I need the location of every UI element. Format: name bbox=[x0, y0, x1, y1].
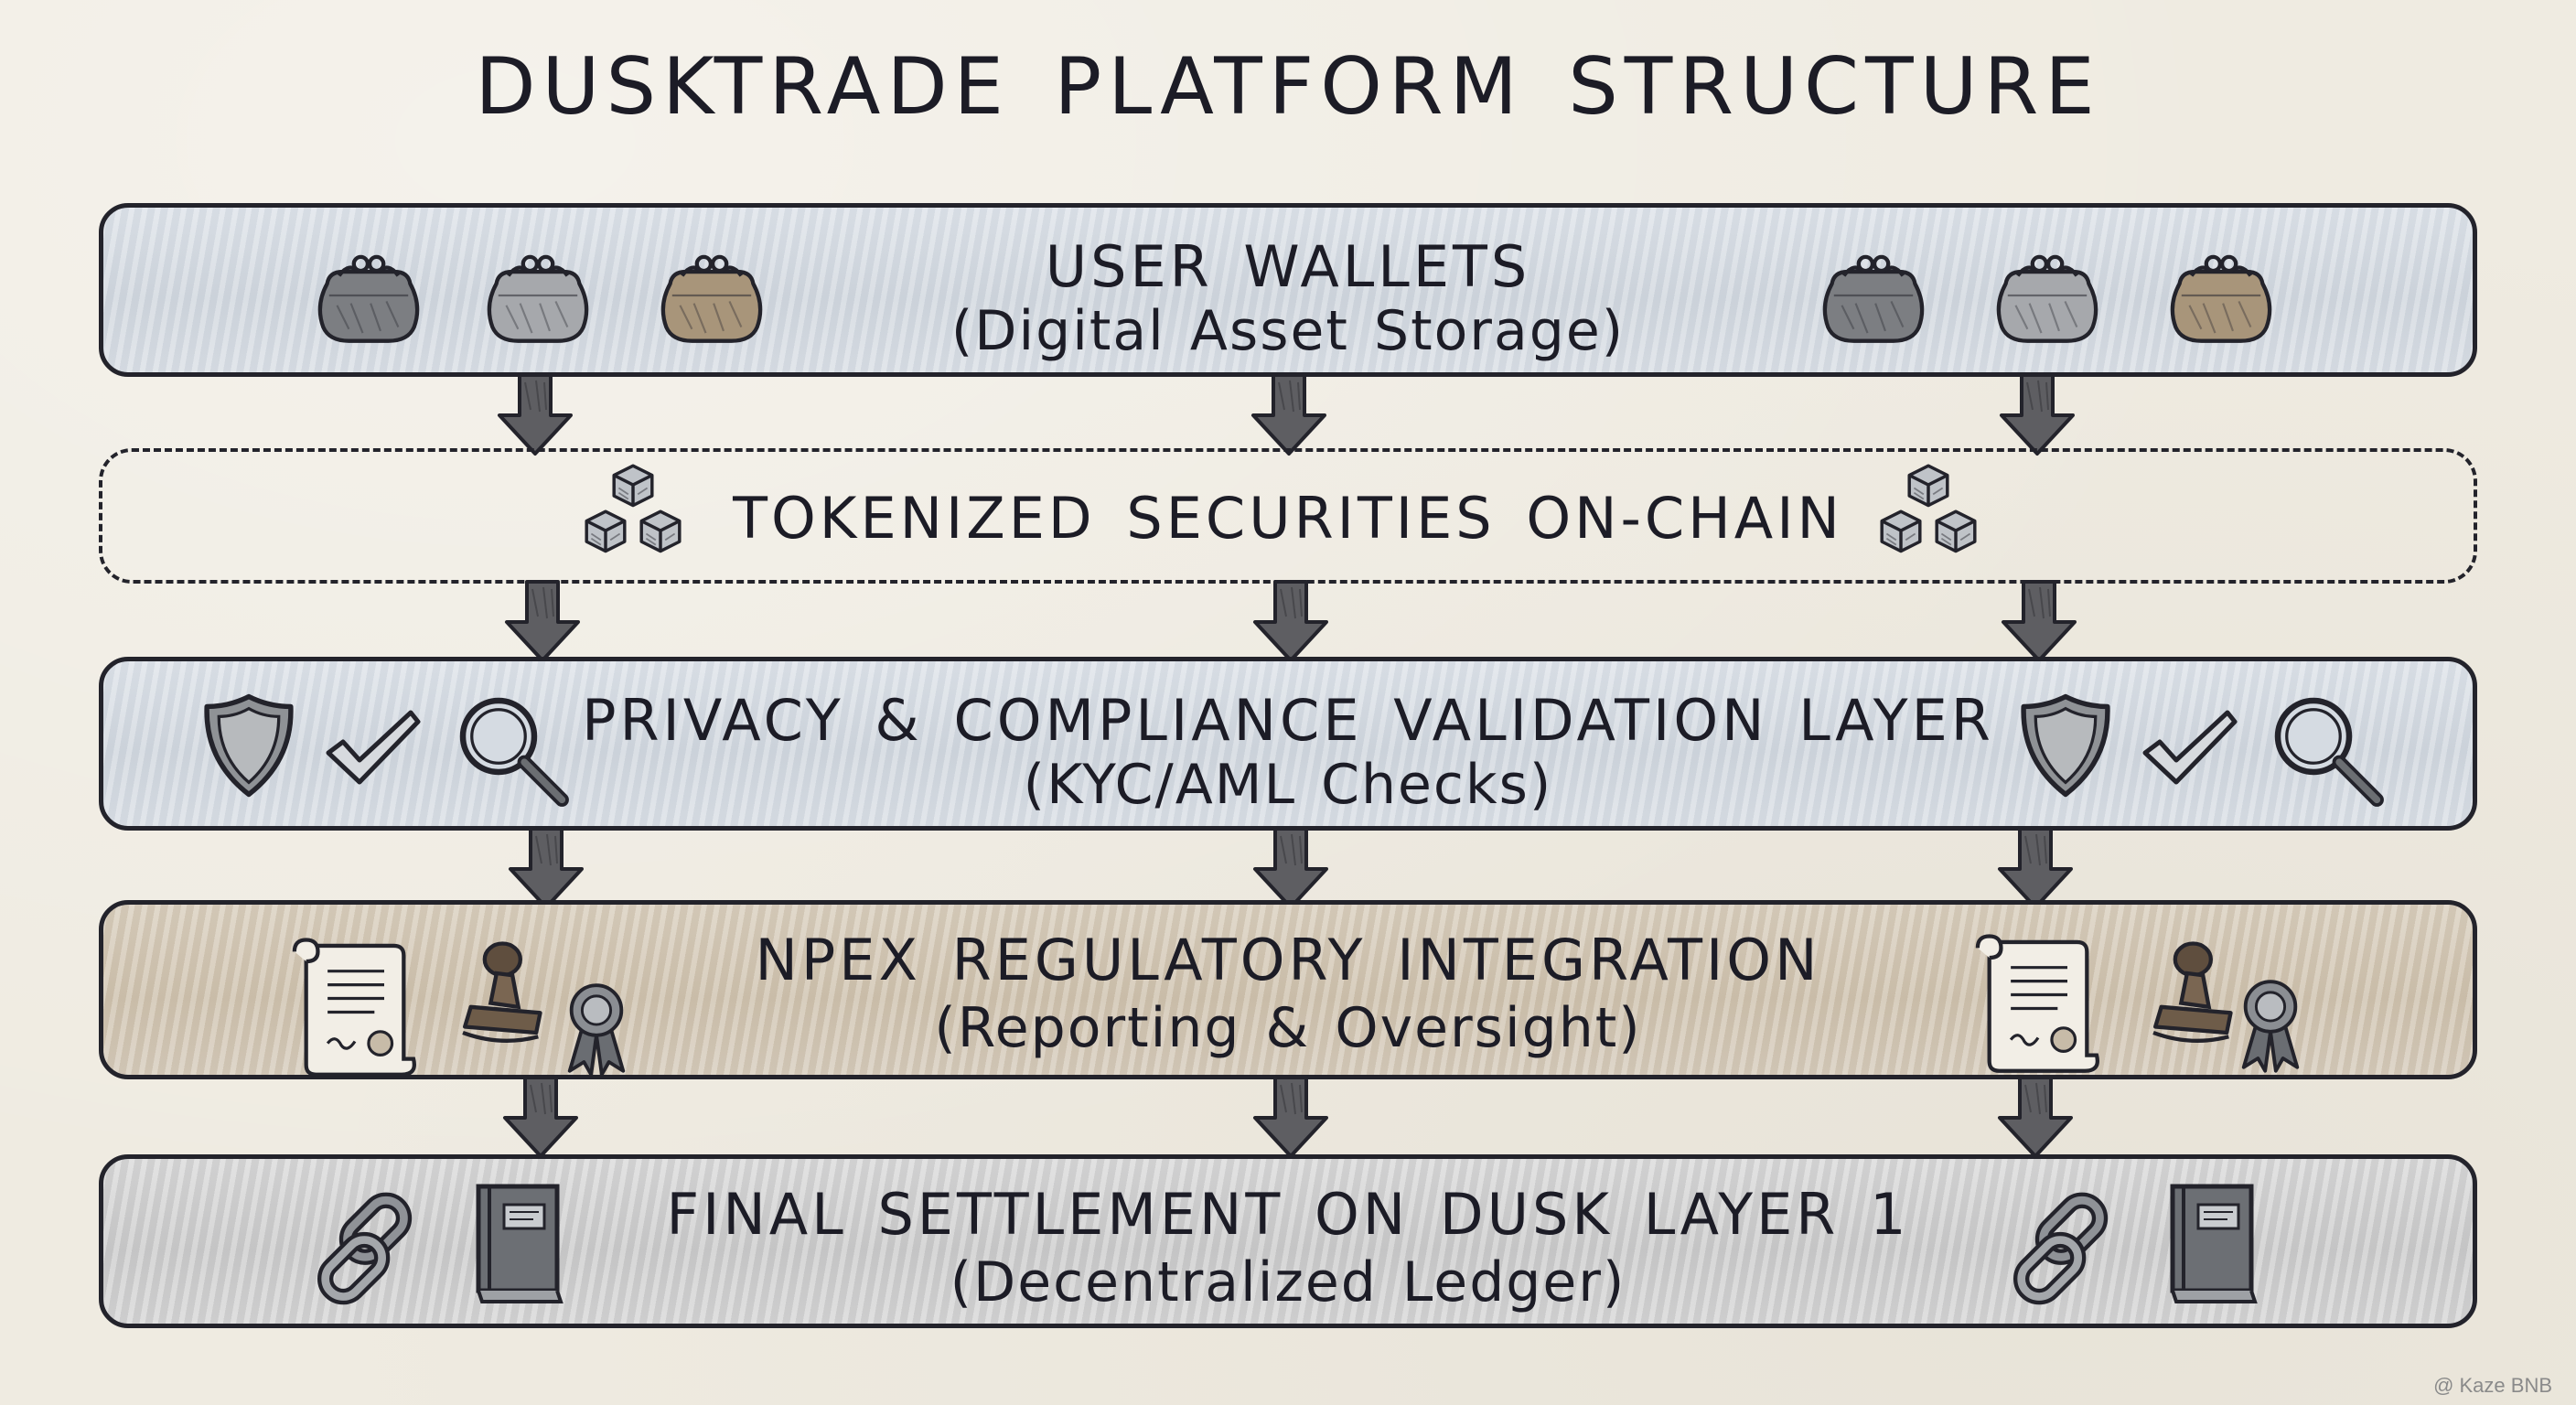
award-ribbon-icon bbox=[561, 978, 632, 1077]
layer-subtitle: (Reporting & Oversight) bbox=[934, 996, 1642, 1060]
flow-arrow-icon bbox=[1250, 1076, 1332, 1160]
wallet-icon bbox=[1988, 246, 2107, 345]
magnifier-icon bbox=[451, 689, 570, 808]
chain-link-icon bbox=[2006, 1190, 2125, 1309]
layer-title: NPEX REGULATORY INTEGRATION bbox=[755, 927, 1821, 993]
flow-arrow-icon bbox=[1998, 580, 2080, 664]
flow-arrow-icon bbox=[505, 827, 587, 911]
layer-subtitle: (KYC/AML Checks) bbox=[1023, 753, 1553, 817]
layer-subtitle: (Digital Asset Storage) bbox=[950, 299, 1626, 363]
flow-arrow-icon bbox=[1996, 373, 2078, 457]
watermark: @ Kaze BNB bbox=[2433, 1374, 2552, 1397]
certificate-scroll-icon bbox=[286, 932, 424, 1078]
ledger-book-icon bbox=[2163, 1179, 2264, 1307]
shield-icon bbox=[199, 691, 299, 800]
flow-arrow-icon bbox=[499, 1076, 582, 1160]
wallet-icon bbox=[2162, 246, 2281, 345]
layer-title: USER WALLETS bbox=[1045, 233, 1531, 300]
checkmark-icon bbox=[323, 705, 424, 788]
wallet-icon bbox=[309, 246, 428, 345]
flow-arrow-icon bbox=[1994, 1076, 2077, 1160]
layer-title: PRIVACY & COMPLIANCE VALIDATION LAYER bbox=[582, 687, 1994, 754]
flow-arrow-icon bbox=[1994, 827, 2077, 911]
layer-user-wallets: USER WALLETS (Digital Asset Storage) bbox=[99, 203, 2477, 377]
flow-arrow-icon bbox=[1250, 827, 1332, 911]
magnifier-icon bbox=[2266, 689, 2385, 808]
wallet-icon bbox=[1814, 246, 1933, 345]
layer-title: TOKENIZED SECURITIES ON-CHAIN bbox=[733, 485, 1843, 552]
blocks-icon bbox=[585, 464, 682, 553]
wallet-icon bbox=[652, 246, 771, 345]
flow-arrow-icon bbox=[501, 580, 584, 664]
blocks-icon bbox=[1880, 464, 1977, 553]
shield-icon bbox=[2015, 691, 2116, 800]
layer-final-settlement: FINAL SETTLEMENT ON DUSK LAYER 1 (Decent… bbox=[99, 1154, 2477, 1328]
layer-subtitle: (Decentralized Ledger) bbox=[950, 1250, 1626, 1314]
layer-npex-regulatory: NPEX REGULATORY INTEGRATION (Reporting &… bbox=[99, 900, 2477, 1079]
ledger-book-icon bbox=[469, 1179, 570, 1307]
diagram-title: DUSKTRADE PLATFORM STRUCTURE bbox=[475, 41, 2101, 133]
wallet-icon bbox=[478, 246, 597, 345]
flow-arrow-icon bbox=[1250, 580, 1332, 664]
layer-tokenized-securities: TOKENIZED SECURITIES ON-CHAIN bbox=[99, 448, 2477, 584]
layer-title: FINAL SETTLEMENT ON DUSK LAYER 1 bbox=[666, 1181, 1910, 1248]
certificate-scroll-icon bbox=[1970, 928, 2107, 1075]
checkmark-icon bbox=[2140, 705, 2240, 788]
stamp-icon bbox=[451, 938, 570, 1056]
layer-privacy-compliance: PRIVACY & COMPLIANCE VALIDATION LAYER (K… bbox=[99, 657, 2477, 831]
chain-link-icon bbox=[310, 1190, 429, 1309]
award-ribbon-icon bbox=[2235, 974, 2306, 1073]
flow-arrow-icon bbox=[1248, 373, 1330, 457]
flow-arrow-icon bbox=[494, 373, 576, 457]
